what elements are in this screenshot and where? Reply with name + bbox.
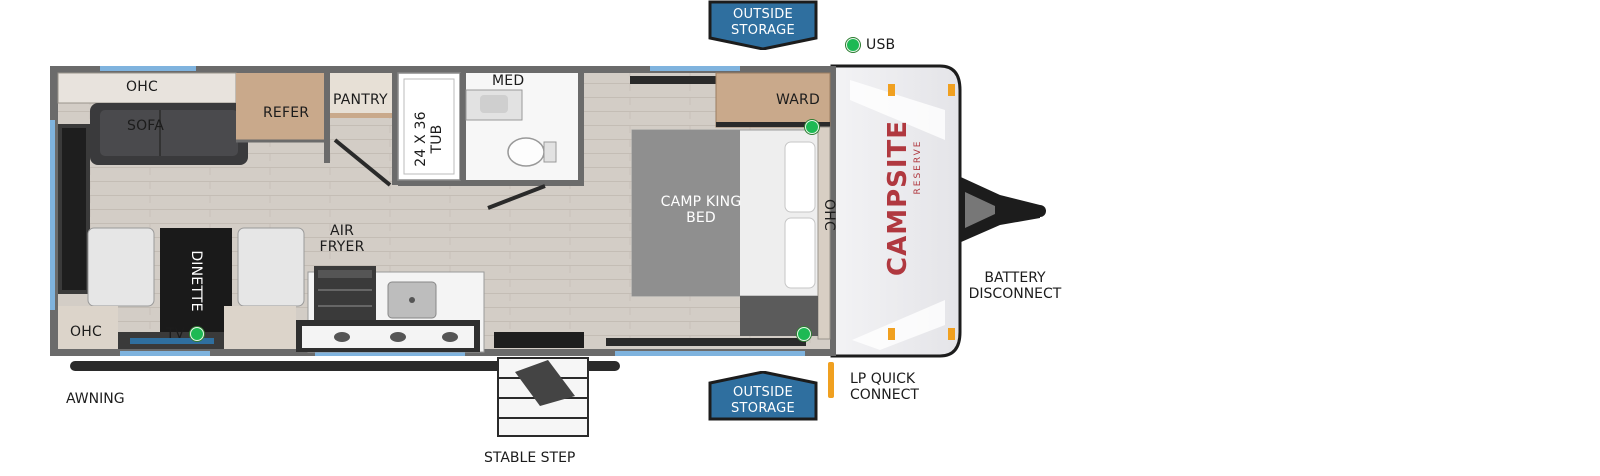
sofa-label: SOFA [127,118,165,134]
ward-indicator-dot [805,120,819,134]
ward-label: WARD [776,92,820,108]
ward-graphic [715,72,831,128]
outside-storage-bottom-label: OUTSIDE STORAGE [731,385,795,416]
dinette-graphic [58,227,305,349]
logo-sub: RESERVE [913,139,923,195]
bed-indicator-dot [797,327,811,341]
camp-king-bed-label: CAMP KING BED [660,194,742,226]
stable-step-graphic [497,357,589,437]
refer-graphic [236,73,324,141]
usb-indicator-dot [846,38,860,52]
battery-disconnect-label: BATTERY DISCONNECT [968,270,1062,302]
air-fryer-label: AIR FRYER [319,223,365,255]
pantry-label: PANTRY [333,92,388,108]
tub-label: 24 X 36 TUB [413,111,445,167]
outside-storage-top-badge: OUTSIDE STORAGE [708,0,818,50]
refer-label: REFER [263,105,310,121]
stable-step-label: STABLE STEP [484,450,576,466]
sofa-graphic [90,103,248,165]
tv-label: TV [166,326,185,342]
ohc-side-label: OHC [820,199,837,231]
awning-label: AWNING [66,391,125,407]
hitch [952,173,1046,246]
lp-connector-marker [828,362,834,398]
front-cap [830,64,962,358]
lp-quick-connect-label: LP QUICK CONNECT [850,371,919,403]
outside-storage-bottom-badge: OUTSIDE STORAGE [708,371,818,421]
ohc-top-label: OHC [126,79,158,95]
usb-label: USB [866,37,896,53]
outside-storage-top-label: OUTSIDE STORAGE [731,7,795,38]
tv-indicator-dot [190,327,204,341]
dinette-label: DINETTE [188,250,204,312]
ohc-bottom-label: OHC [70,324,102,340]
kitchen-graphic [296,266,584,353]
med-label: MED [492,73,525,89]
bed-graphic [606,126,831,346]
awning-rail [70,361,620,371]
